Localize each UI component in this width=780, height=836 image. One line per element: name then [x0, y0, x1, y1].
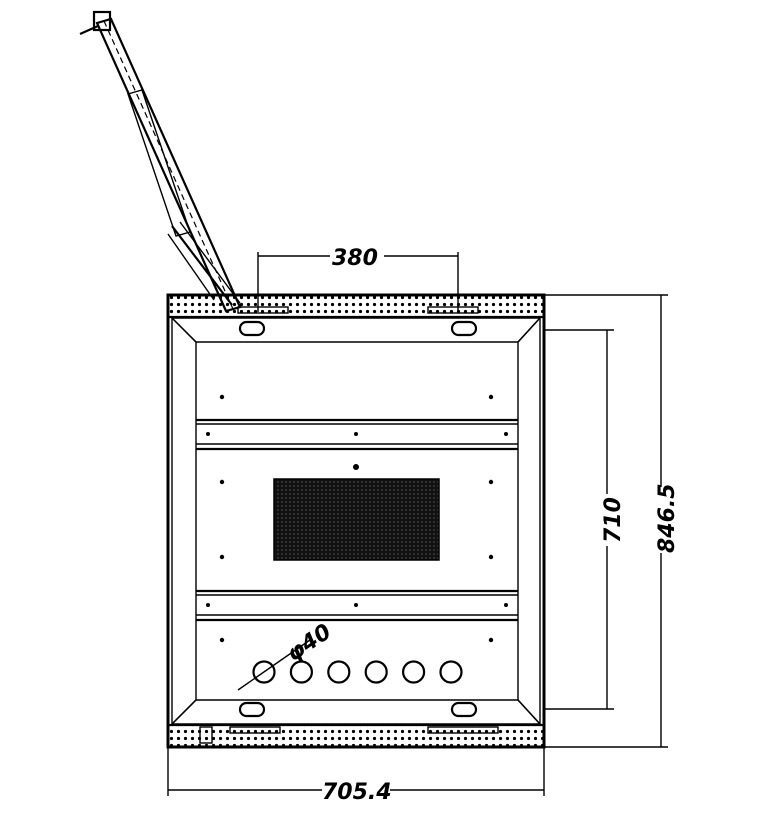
din-rail-upper: [196, 418, 518, 451]
knockout-holes: [252, 660, 463, 684]
knockout-hole: [289, 660, 313, 684]
dim-top-spacing-label: 380: [332, 246, 378, 271]
open-door: [79, 10, 242, 313]
knockout-hole: [252, 660, 276, 684]
bottom-perforated-strip: [167, 724, 545, 748]
mounting-slot: [238, 320, 266, 337]
screw-points: [219, 394, 494, 643]
ventilation-mesh: [273, 478, 440, 561]
mounting-slot: [450, 320, 478, 337]
mounting-slot: [450, 701, 478, 718]
mounting-slots: [238, 320, 478, 718]
dim-total-width-label: 705.4: [322, 780, 392, 805]
door-handle: [92, 10, 112, 32]
knockout-hole: [327, 660, 351, 684]
knockout-hole: [402, 660, 426, 684]
hole-leader-line: [237, 639, 311, 691]
dim-top-spacing: 380: [257, 246, 459, 312]
din-rail-lower: [196, 589, 518, 622]
mounting-slot: [238, 701, 266, 718]
dim-total-width: 705.4: [167, 747, 545, 805]
dim-total-height: 846.5: [544, 294, 680, 748]
dim-inner-height: 710: [544, 329, 626, 710]
knockout-hole: [364, 660, 388, 684]
dim-total-height-label: 846.5: [655, 483, 680, 553]
enclosure-body: [166, 293, 546, 749]
knockout-hole: [439, 660, 463, 684]
hole-diameter-label: φ40: [282, 620, 336, 667]
dim-inner-height-label: 710: [601, 497, 626, 543]
